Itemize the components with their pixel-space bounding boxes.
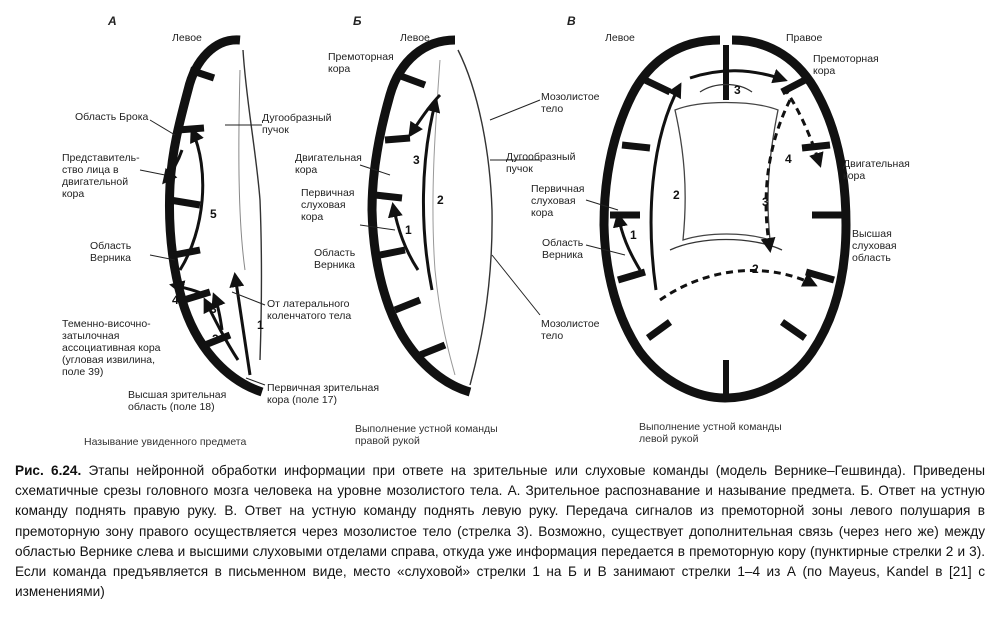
panel-a-title: Называние увиденного предмета [84,436,247,448]
panel-b-corpus-callosum-bottom: Мозолистое тело [541,318,600,342]
panel-v-left-label: Левое [605,32,635,44]
panel-v-primary-auditory-label: Первичная слуховая кора [531,183,585,219]
panel-a-arrow-3: 3 [210,302,217,316]
brain-diagrams [139,35,851,403]
panel-v-leaders [585,199,626,256]
panel-b-arrow-3: 3 [413,153,420,167]
panel-a-arrow-6: 6 [170,149,177,163]
panel-b-premotor-label: Премоторная кора [328,51,394,75]
panel-b-arrows [388,93,442,291]
panel-b-hemisphere [367,35,493,397]
panel-a-arrow-1: 1 [257,318,264,332]
panel-v-arrow-2: 2 [673,188,680,202]
panel-v-arrow-3-top: 3 [734,83,741,97]
panel-v-hemispheres [599,35,851,403]
panel-v-arrow-1: 1 [630,228,637,242]
caption-text: Этапы нейронной обработки информации при… [15,463,985,600]
figure-caption: Рис. 6.24. Этапы нейронной обработки инф… [15,461,985,602]
panel-v-right-label: Правое [786,32,823,44]
panel-v-wernicke-label: Область Верника [542,237,584,261]
panel-b-title: Выполнение устной команды правой рукой [355,423,498,447]
panel-v-motor-label: Двигательная кора [843,158,910,182]
panel-b-corpus-callosum-top: Мозолистое тело [541,91,600,115]
panel-v-arrow-2-dashed: 2 [752,262,759,276]
panel-v-title: Выполнение устной команды левой рукой [639,421,782,445]
panel-a-arrow-5: 5 [210,207,217,221]
lateral-geniculate-label: От латерального коленчатого тела [267,298,352,322]
panel-a-letter: А [108,14,117,28]
panel-v-higher-auditory-label: Высшая слуховая область [852,228,897,264]
panel-a-leaders [139,119,266,386]
panel-b-primary-auditory-label: Первичная слуховая кора [301,187,355,223]
panel-a-arcuate-label: Дугообразный пучок [262,112,332,136]
panel-a-arrow-4: 4 [172,293,179,307]
parietal-label: Теменно-височно- затылочная ассоциативна… [62,318,161,378]
panel-a-left-label: Левое [172,32,202,44]
figure-label: Рис. 6.24. [15,463,82,478]
panel-b-arrow-1: 1 [405,223,412,237]
broca-area-label: Область Брока [75,111,149,123]
panel-v-letter: В [567,14,576,28]
panel-b-arrow-2: 2 [437,193,444,207]
higher-visual-label: Высшая зрительная область (поле 18) [128,389,227,413]
primary-visual-label: Первичная зрительная кора (поле 17) [267,382,380,406]
face-motor-label: Представитель- ство лица в двигательной … [62,152,140,200]
panel-a-wernicke-label: Область Верника [90,240,132,264]
panel-v-arrow-4: 4 [785,152,792,166]
panel-b-wernicke-label: Область Верника [314,247,356,271]
panel-b-left-label: Левое [400,32,430,44]
panel-a-arrows [162,127,252,376]
panel-b-letter: Б [353,14,362,28]
panel-v-arrows [613,69,824,302]
panel-a-arrow-2: 2 [212,332,219,346]
panel-b-leaders [359,99,541,316]
panel-b-arcuate-label: Дугообразный пучок [506,151,576,175]
figure: А Б В Левое Область Брока Представитель-… [62,14,910,448]
panel-v-premotor-label: Премоторная кора [813,53,879,77]
panel-v-arrow-3-dashed: 3 [762,195,769,209]
panel-b-motor-label: Двигательная кора [295,152,362,176]
